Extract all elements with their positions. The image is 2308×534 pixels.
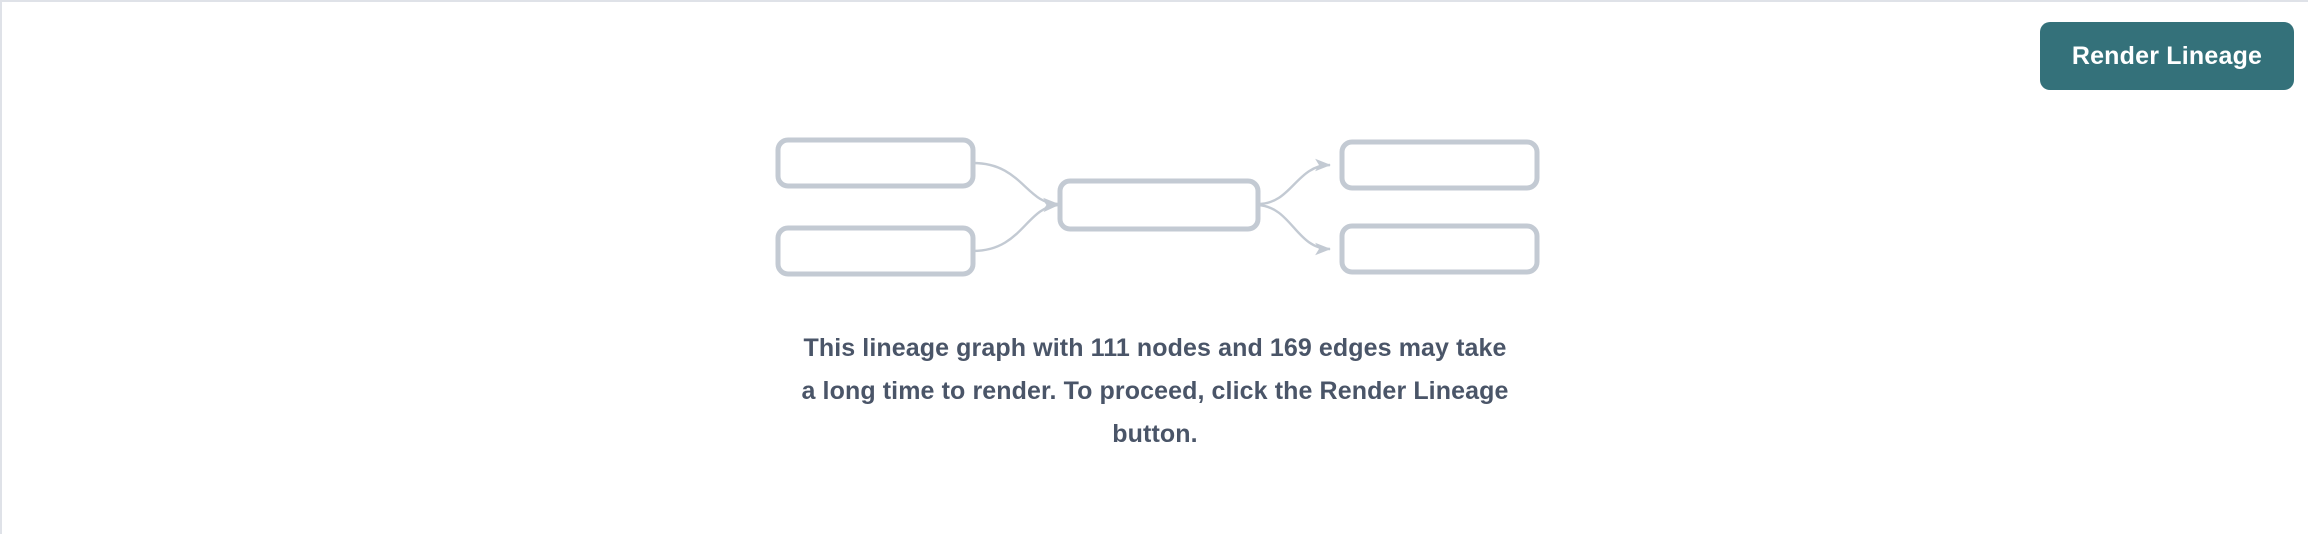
warning-line-3: button. <box>1112 420 1198 448</box>
warning-line-2: a long time to render. To proceed, click… <box>801 377 1509 405</box>
render-lineage-button-label: Render Lineage <box>2071 41 2263 70</box>
lineage-warning-message: This lineage graph with 111 nodes and 16… <box>2 327 2308 456</box>
graph-edge-upstream-1-to-focus <box>972 161 1059 211</box>
graph-node-focus[interactable] <box>1057 178 1261 232</box>
graph-edge-upstream-2-to-focus <box>972 199 1059 253</box>
graph-node-downstream-2[interactable] <box>1339 223 1540 275</box>
render-lineage-button[interactable]: Render Lineage <box>2040 22 2294 90</box>
graph-edge-focus-to-downstream-1 <box>1257 158 1331 206</box>
lineage-placeholder-graph <box>772 127 1572 287</box>
graph-node-upstream-1[interactable] <box>775 137 976 189</box>
warning-line-1: This lineage graph with 111 nodes and 16… <box>803 334 1507 362</box>
graph-edge-focus-to-downstream-2 <box>1257 203 1331 256</box>
graph-node-upstream-2[interactable] <box>775 225 976 277</box>
graph-node-downstream-1[interactable] <box>1339 139 1540 191</box>
